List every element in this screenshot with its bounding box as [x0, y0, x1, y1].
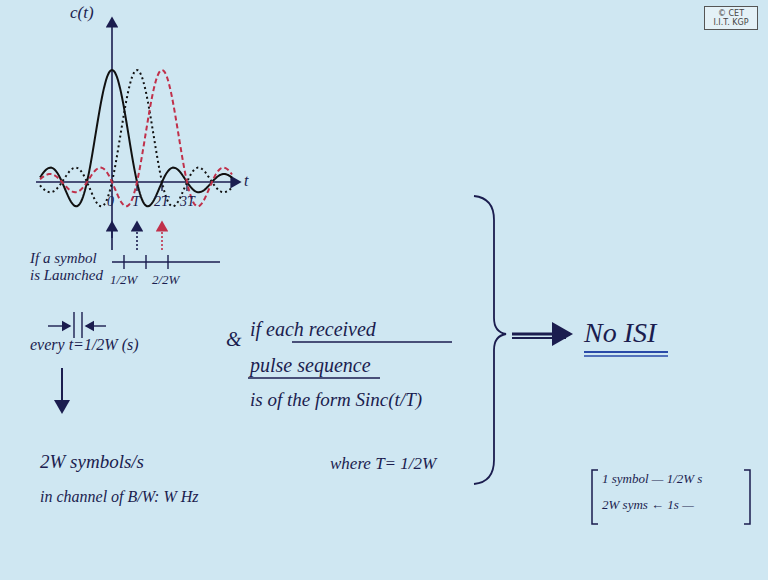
implies-arrow	[512, 333, 570, 336]
watermark-box: © CET I.I.T. KGP	[704, 6, 758, 30]
note-text: &	[226, 328, 242, 350]
result-text: No ISI	[584, 318, 656, 349]
note-text: in channel of B/W: W Hz	[40, 488, 198, 506]
implies-arrow	[61, 368, 63, 412]
note-text: is of the form Sinc(t/T)	[250, 390, 422, 411]
launch-arrow	[161, 222, 163, 250]
tick-label: 0	[107, 194, 114, 209]
tick-label: 2/2W	[152, 273, 179, 287]
tick-label: 2T	[154, 194, 169, 209]
note-text: 2W syms ← 1s —	[602, 498, 694, 512]
note-text: If a symbol is Launched	[30, 250, 108, 283]
note-text: if each received	[250, 318, 376, 340]
note-text: every t=1/2W (s)	[30, 336, 139, 354]
note-text: 2W symbols/s	[40, 452, 144, 473]
launch-arrow	[111, 222, 113, 250]
watermark-text: © CET I.I.T. KGP	[709, 9, 753, 27]
square-bracket	[744, 470, 750, 524]
time-scale	[112, 261, 220, 262]
note-text: 1 symbol — 1/2W s	[602, 472, 702, 486]
axis-label: c(t)	[70, 4, 94, 23]
sinc-pulse	[40, 70, 232, 206]
square-bracket	[592, 470, 598, 524]
tick-label: 1/2W	[110, 273, 137, 287]
tick-label: T	[132, 194, 140, 209]
axis-label: t	[244, 172, 248, 190]
launch-arrow	[136, 222, 138, 250]
sinc-pulse	[40, 70, 232, 206]
note-text: pulse sequence	[250, 354, 371, 376]
curly-bracket	[474, 196, 506, 484]
tick-label: 3T	[180, 194, 195, 209]
note-text: where T= 1/2W	[330, 455, 436, 474]
sinc-pulse	[40, 70, 232, 206]
